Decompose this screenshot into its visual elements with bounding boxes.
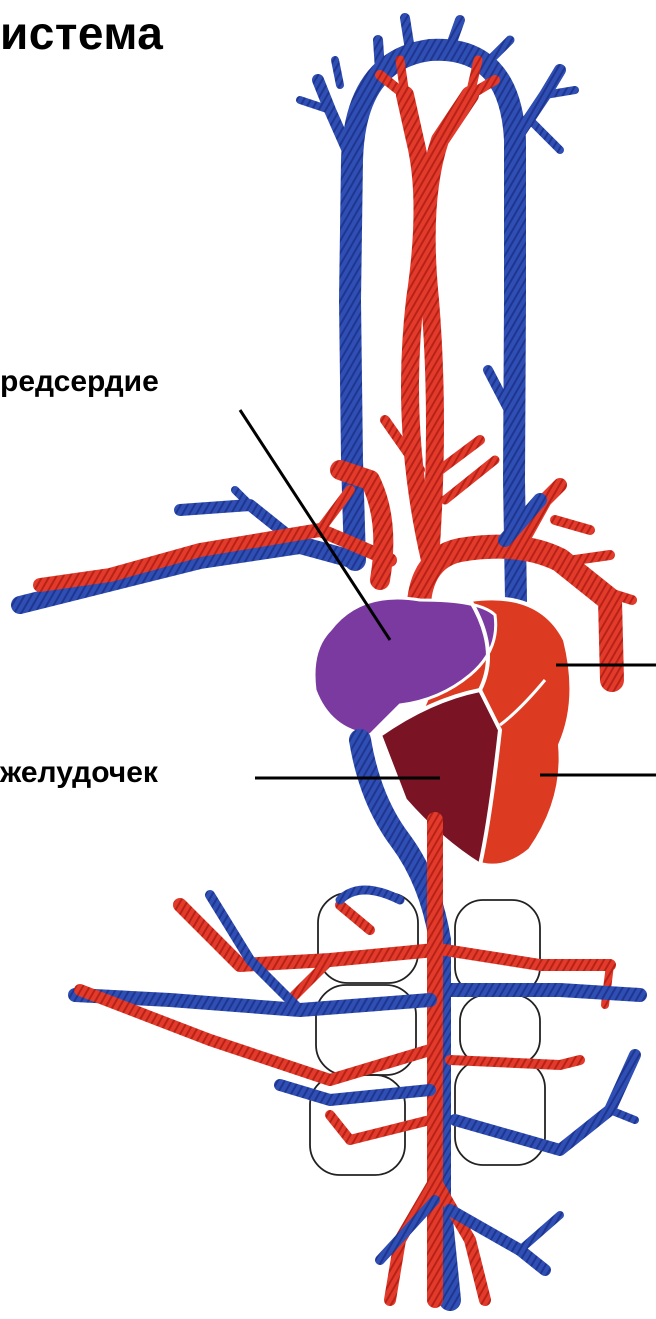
atrium-label: редсердие	[0, 365, 159, 399]
ventricle-label: желудочек	[0, 756, 158, 790]
atrium-leader	[240, 410, 390, 640]
lower-branches	[75, 890, 640, 1150]
page-title: истема	[0, 6, 163, 60]
left-arm-vessels	[20, 490, 390, 605]
head-arteries	[380, 60, 495, 560]
